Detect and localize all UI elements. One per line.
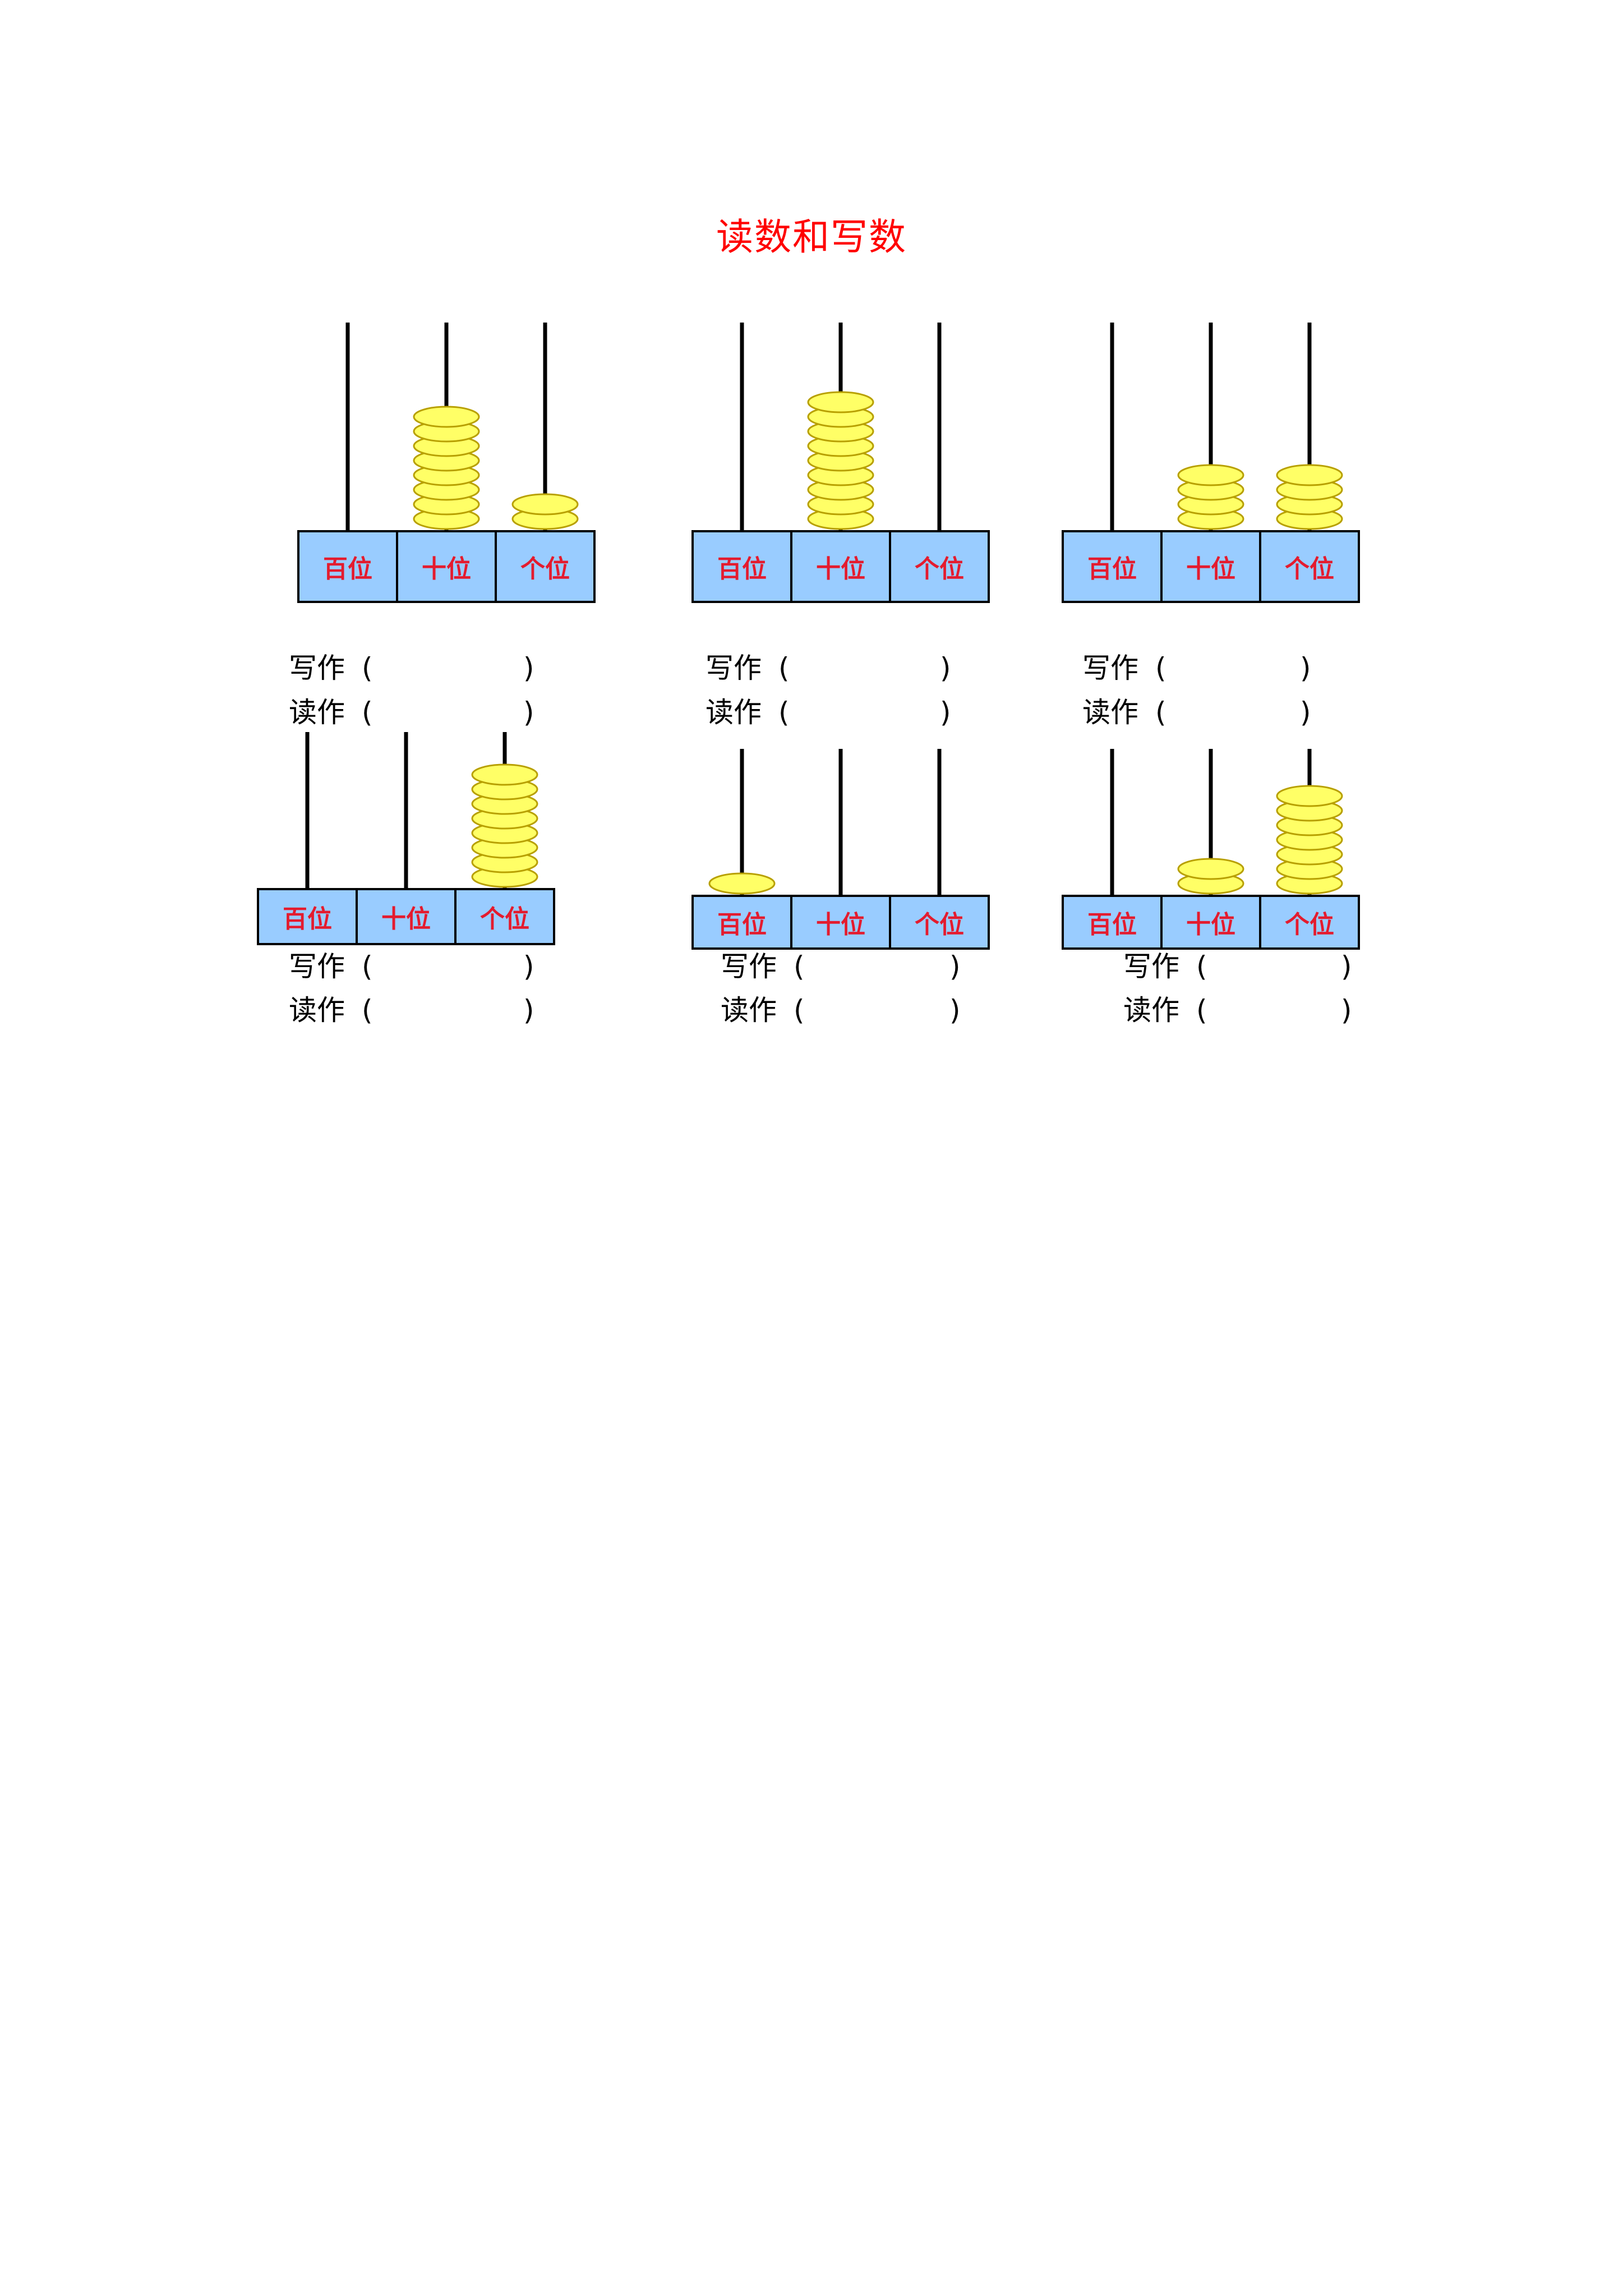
ones-box: 个位 — [454, 888, 555, 945]
abacus-3-place-boxes: 百位 十位 个位 — [1062, 530, 1360, 603]
abacus-1-place-boxes: 百位 十位 个位 — [297, 530, 596, 603]
tens-box: 十位 — [396, 530, 497, 603]
close-paren: ) — [1300, 652, 1311, 684]
read-label: 读作 — [706, 696, 762, 729]
write-line-4: 写作 ( ) — [289, 948, 541, 985]
close-paren: ) — [523, 950, 534, 983]
open-paren: ( — [794, 950, 805, 983]
write-label: 写作 — [289, 950, 345, 983]
hundreds-box: 百位 — [297, 530, 398, 603]
read-label: 读作 — [1082, 696, 1138, 729]
read-label: 读作 — [289, 994, 345, 1027]
ones-bead — [1276, 464, 1343, 486]
abacus-3: 百位 十位 个位 — [1062, 323, 1360, 603]
abacus-2-place-boxes: 百位 十位 个位 — [691, 530, 990, 603]
open-paren: ( — [362, 994, 373, 1027]
open-paren: ( — [778, 652, 790, 684]
read-line-4: 读作 ( ) — [289, 992, 541, 1029]
abacus-3-rods-beads — [1110, 323, 1343, 530]
hundreds-box: 百位 — [1062, 895, 1163, 950]
open-paren: ( — [1196, 994, 1207, 1027]
close-paren: ) — [1341, 950, 1352, 983]
write-label: 写作 — [1082, 652, 1138, 684]
read-line-1: 读作 ( ) — [289, 694, 541, 731]
open-paren: ( — [362, 652, 373, 684]
write-line-6: 写作 ( ) — [1123, 948, 1359, 985]
ones-bead — [1276, 785, 1343, 807]
abacus-4-rods-beads — [305, 732, 538, 888]
close-paren: ) — [523, 696, 534, 729]
write-label: 写作 — [289, 652, 345, 684]
close-paren: ) — [1341, 994, 1352, 1027]
read-label: 读作 — [1123, 994, 1179, 1027]
close-paren: ) — [949, 994, 961, 1027]
read-label: 读作 — [721, 994, 777, 1027]
ones-box: 个位 — [1259, 530, 1360, 603]
hundreds-box: 百位 — [691, 895, 792, 950]
open-paren: ( — [1155, 652, 1166, 684]
open-paren: ( — [1196, 950, 1207, 983]
close-paren: ) — [949, 950, 961, 983]
tens-bead — [1177, 858, 1244, 880]
abacus-4: 百位 十位 个位 — [257, 721, 555, 945]
abacus-6-rods-beads — [1110, 749, 1343, 895]
page-title: 读数和写数 — [716, 215, 907, 259]
ones-bead — [471, 763, 538, 786]
abacus-1: 百位 十位 个位 — [297, 323, 596, 603]
tens-box: 十位 — [356, 888, 457, 945]
open-paren: ( — [362, 696, 373, 729]
read-line-2: 读作 ( ) — [706, 694, 958, 731]
tens-box: 十位 — [1160, 895, 1261, 950]
tens-box: 十位 — [790, 895, 891, 950]
ones-box: 个位 — [889, 895, 990, 950]
tens-box: 十位 — [1160, 530, 1261, 603]
abacus-1-rods-beads — [345, 323, 579, 530]
abacus-2: 百位 十位 个位 — [691, 323, 990, 603]
hundreds-box: 百位 — [257, 888, 358, 945]
abacus-6-place-boxes: 百位 十位 个位 — [1062, 895, 1360, 950]
abacus-5-rods-beads — [708, 749, 942, 895]
hundreds-box: 百位 — [691, 530, 792, 603]
read-label: 读作 — [289, 696, 345, 729]
open-paren: ( — [362, 950, 373, 983]
open-paren: ( — [1155, 696, 1166, 729]
write-line-5: 写作 ( ) — [721, 948, 973, 985]
abacus-5: 百位 十位 个位 — [691, 749, 990, 950]
ones-box: 个位 — [889, 530, 990, 603]
close-paren: ) — [1300, 696, 1311, 729]
close-paren: ) — [940, 652, 951, 684]
tens-box: 十位 — [790, 530, 891, 603]
write-line-2: 写作 ( ) — [706, 650, 958, 687]
abacus-6: 百位 十位 个位 — [1062, 749, 1360, 950]
ones-box: 个位 — [1259, 895, 1360, 950]
open-paren: ( — [794, 994, 805, 1027]
open-paren: ( — [778, 696, 790, 729]
write-label: 写作 — [1123, 950, 1179, 983]
read-line-5: 读作 ( ) — [721, 992, 973, 1029]
ones-box: 个位 — [495, 530, 596, 603]
read-line-3: 读作 ( ) — [1082, 694, 1318, 731]
abacus-5-place-boxes: 百位 十位 个位 — [691, 895, 990, 950]
tens-bead — [413, 406, 480, 428]
close-paren: ) — [523, 994, 534, 1027]
close-paren: ) — [940, 696, 951, 729]
read-line-6: 读作 ( ) — [1123, 992, 1359, 1029]
hundreds-bead — [708, 872, 776, 895]
write-label: 写作 — [721, 950, 777, 983]
tens-bead — [807, 391, 874, 413]
tens-bead — [1177, 464, 1244, 486]
write-line-1: 写作 ( ) — [289, 650, 541, 687]
write-line-3: 写作 ( ) — [1082, 650, 1318, 687]
hundreds-box: 百位 — [1062, 530, 1163, 603]
abacus-4-place-boxes: 百位 十位 个位 — [257, 888, 555, 945]
abacus-2-rods-beads — [740, 323, 942, 530]
close-paren: ) — [523, 652, 534, 684]
ones-bead — [511, 493, 579, 516]
write-label: 写作 — [706, 652, 762, 684]
